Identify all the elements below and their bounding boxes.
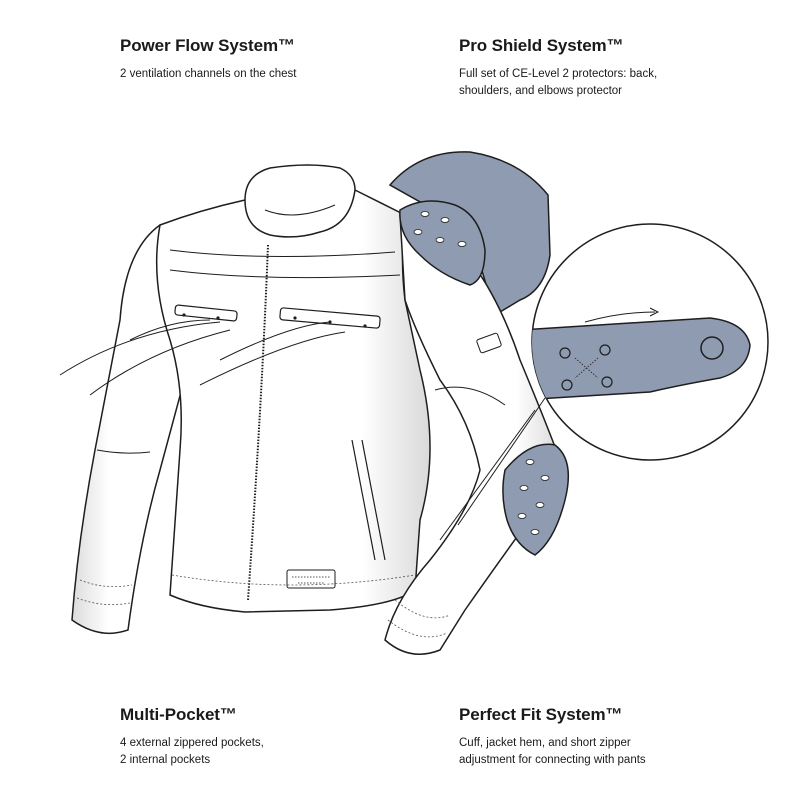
feature-description: Cuff, jacket hem, and short zipper adjus… — [459, 735, 759, 769]
elbow-protector — [502, 443, 570, 556]
snap-button — [700, 336, 724, 360]
airflow-line — [129, 319, 211, 341]
feature-power-flow: Power Flow System™ 2 ventilation channel… — [120, 36, 420, 83]
feature-title: Multi-Pocket™ — [120, 705, 237, 724]
center-zipper — [247, 244, 269, 601]
left-sleeve — [71, 223, 196, 635]
chest-vent-right — [279, 307, 381, 329]
feature-description: 2 ventilation channels on the chest — [120, 66, 420, 83]
feature-title: Pro Shield System™ — [459, 36, 624, 55]
jacket-collar — [244, 164, 356, 238]
description-line: 4 external zippered pockets, — [120, 737, 264, 749]
airflow-line — [219, 321, 331, 361]
description-line: 2 internal pockets — [120, 754, 211, 766]
chest-vent-left — [174, 304, 238, 322]
shoulder-protector — [399, 200, 486, 286]
feature-pro-shield: Pro Shield System™ Full set of CE-Level … — [459, 36, 759, 100]
airflow-line — [89, 329, 231, 396]
cuff-strap — [532, 317, 751, 401]
feature-title: Perfect Fit System™ — [459, 705, 623, 724]
right-sleeve — [384, 214, 561, 655]
jacket-body — [155, 184, 431, 613]
feature-title: Power Flow System™ — [120, 36, 295, 55]
airflow-line — [59, 321, 221, 376]
description-line: adjustment for connecting with pants — [459, 754, 646, 766]
waist-pocket — [351, 439, 376, 561]
feature-perfect-fit: Perfect Fit System™ Cuff, jacket hem, an… — [459, 705, 759, 769]
description-line: 2 ventilation channels on the chest — [120, 68, 297, 80]
airflow-line — [199, 331, 346, 386]
description-line: Full set of CE-Level 2 protectors: back, — [459, 68, 658, 80]
description-line: shoulders, and elbows protector — [459, 85, 623, 97]
hem-logo-patch — [286, 569, 336, 589]
feature-description: 4 external zippered pockets, 2 internal … — [120, 735, 420, 769]
feature-description: Full set of CE-Level 2 protectors: back,… — [459, 66, 759, 100]
direction-arrow — [584, 311, 656, 323]
description-line: Cuff, jacket hem, and short zipper — [459, 737, 631, 749]
feature-multi-pocket: Multi-Pocket™ 4 external zippered pocket… — [120, 705, 420, 769]
back-protector — [388, 151, 551, 317]
